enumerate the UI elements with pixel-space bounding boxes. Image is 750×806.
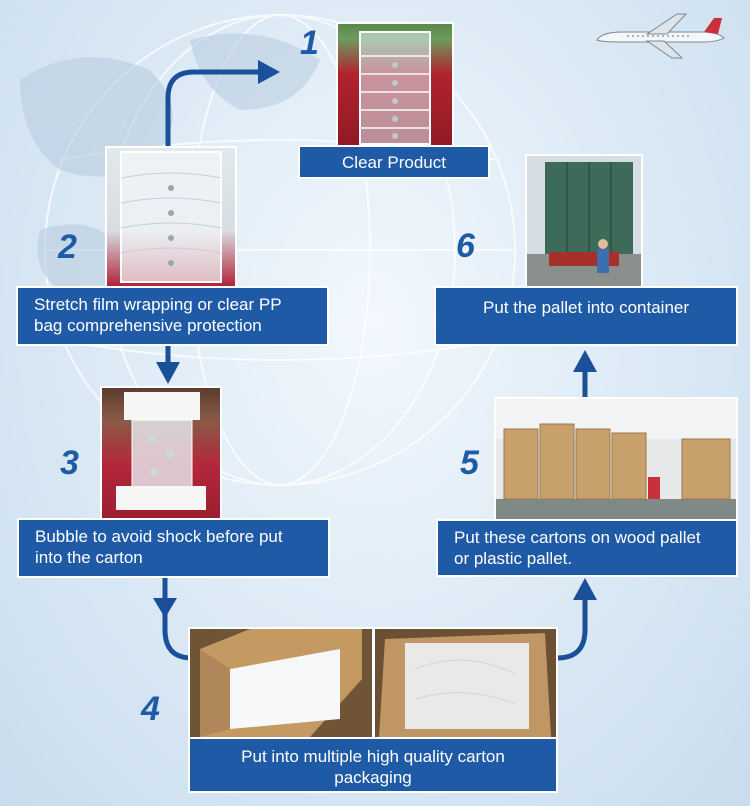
flow-arrow <box>153 598 177 618</box>
step-number: 3 <box>60 444 79 482</box>
step-caption: Put into multiple high quality carton pa… <box>188 737 558 793</box>
step-caption: Bubble to avoid shock before put into th… <box>17 518 330 578</box>
filled-carton-photo <box>373 627 558 739</box>
step-caption-text: Bubble to avoid shock before put into th… <box>35 527 283 567</box>
step-number: 1 <box>300 24 319 62</box>
step-caption-text: Put into multiple high quality carton pa… <box>241 747 505 787</box>
carton-with-product-image <box>375 629 556 737</box>
step-number: 5 <box>460 444 479 482</box>
flow-arrow <box>573 350 597 372</box>
shipping-container-image <box>527 156 641 286</box>
flow-arrow <box>556 592 588 661</box>
bubble-wrapped-product-image <box>116 392 206 510</box>
bubble-wrap-photo <box>100 386 222 520</box>
container-photo <box>525 154 643 288</box>
airplane-icon <box>596 13 725 59</box>
step-caption-text: Stretch film wrapping or clear PP bag co… <box>34 295 282 335</box>
step-caption: Put these cartons on wood pallet or plas… <box>436 519 738 577</box>
step-caption-text: Put these cartons on wood pallet or plas… <box>454 528 701 568</box>
pallet-cartons-photo <box>494 397 738 521</box>
flow-arrow <box>573 578 597 600</box>
flow-arrow <box>156 362 180 384</box>
warehouse-cartons-image <box>496 399 736 519</box>
step-caption: Stretch film wrapping or clear PP bag co… <box>16 286 329 346</box>
clear-product-photo <box>336 22 454 150</box>
step-caption-text: Put the pallet into container <box>482 298 690 317</box>
acrylic-drawers-image <box>359 31 431 145</box>
wrapped-product-image <box>120 151 222 283</box>
step-caption-text: Clear Product <box>342 153 446 172</box>
step-caption: Clear Product <box>298 145 490 179</box>
stretch-film-photo <box>105 146 237 288</box>
open-carton-photo <box>188 627 374 739</box>
flow-arrow <box>162 578 193 661</box>
step-caption: Put the pallet into container <box>434 286 738 346</box>
flow-arrow <box>165 69 262 148</box>
flow-arrow <box>258 60 280 84</box>
carton-image <box>190 629 372 737</box>
step-number: 6 <box>456 227 475 265</box>
step-number: 2 <box>58 228 77 266</box>
step-number: 4 <box>141 690 160 728</box>
